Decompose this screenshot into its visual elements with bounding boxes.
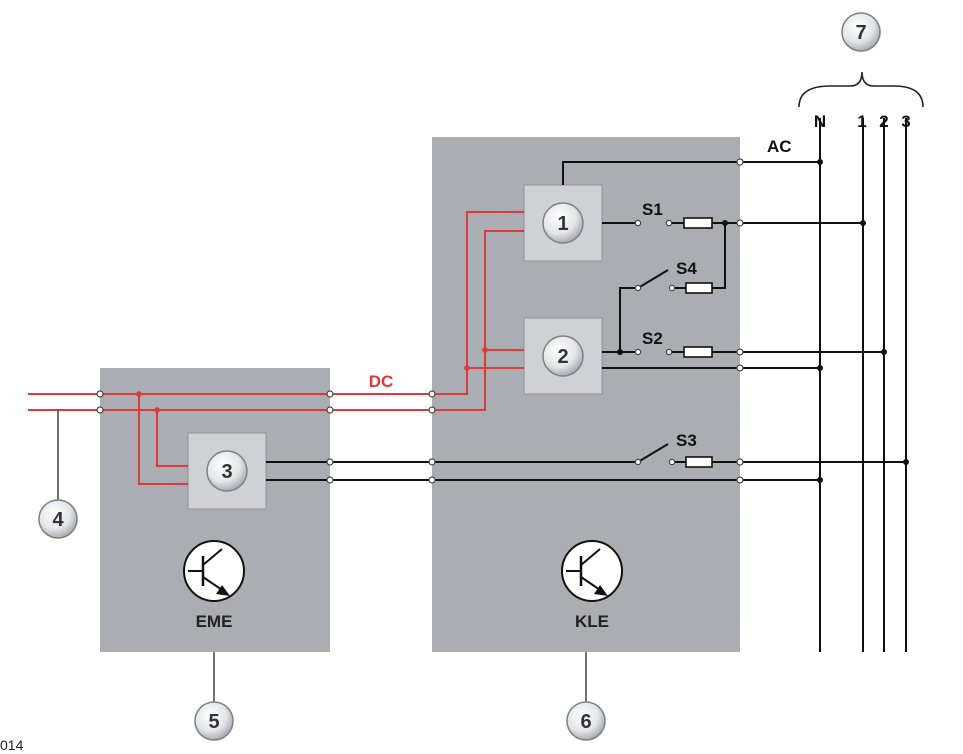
callout-6-label: 6	[580, 711, 591, 733]
callout-6: 6	[566, 701, 606, 741]
fuses	[683, 217, 713, 468]
callout-3: 3	[206, 450, 248, 492]
callout-5: 5	[194, 701, 234, 741]
switch-s1-label: S1	[642, 200, 663, 219]
terminals	[96, 158, 744, 484]
switch-s2-label: S2	[642, 329, 663, 348]
switch-s4-label: S4	[676, 259, 697, 278]
ac-label: AC	[767, 137, 792, 156]
callout-3-label: 3	[221, 461, 232, 483]
dc-wiring	[28, 211, 524, 485]
transistor-icon	[561, 540, 623, 602]
neutral-label: N	[814, 112, 826, 131]
dc-label: DC	[369, 372, 394, 391]
switch-s3-label: S3	[676, 431, 697, 450]
callout-7-label: 7	[855, 22, 866, 44]
callout-4: 4	[38, 499, 78, 539]
dc-junctions	[136, 347, 488, 413]
callout-leaders	[57, 410, 587, 702]
eme-label: EME	[196, 612, 233, 631]
ac-junctions	[617, 159, 909, 483]
transistor-icon	[183, 540, 245, 602]
phase-bracket	[798, 71, 924, 108]
module-1	[523, 184, 603, 262]
phase-2-label: 2	[879, 112, 888, 131]
callout-1: 1	[542, 202, 584, 244]
callout-7: 7	[841, 12, 881, 52]
phase-3-label: 3	[901, 112, 910, 131]
kle-label: KLE	[575, 612, 609, 631]
footer-code: 014	[0, 737, 24, 753]
callout-5-label: 5	[208, 711, 219, 733]
callout-2-label: 2	[557, 346, 568, 368]
callout-2: 2	[542, 335, 584, 377]
phase-1-label: 1	[857, 112, 866, 131]
callout-4-label: 4	[52, 509, 64, 531]
callout-1-label: 1	[557, 213, 568, 235]
